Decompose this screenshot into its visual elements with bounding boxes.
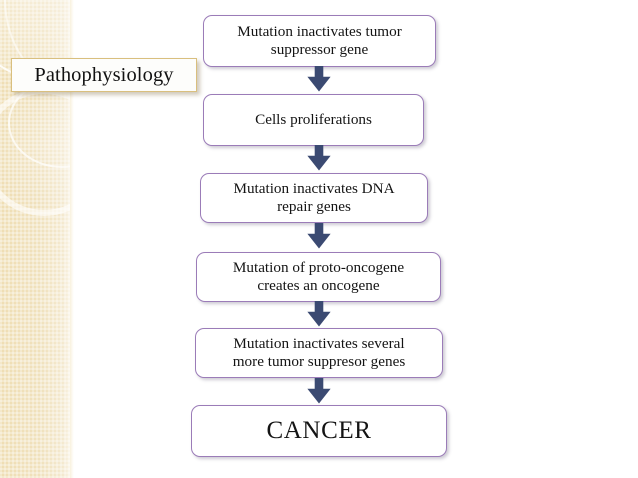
flow-node-6: CANCER [191, 405, 447, 457]
flow-node-line: Mutation of proto-oncogene [232, 259, 405, 277]
side-band-edge [70, 0, 74, 478]
flow-node-line: Mutation inactivates tumor [237, 23, 402, 41]
flow-node-line: Mutation inactivates several [233, 335, 405, 353]
page-title: Pathophysiology [34, 63, 174, 86]
flow-node-line: suppressor gene [270, 41, 369, 58]
slide-title-plaque: Pathophysiology [11, 58, 197, 92]
flow-node-label: Cells proliferations [255, 111, 372, 129]
arrow-down-icon [306, 145, 332, 171]
arrow-down-icon [306, 378, 332, 404]
flow-node-line: Cells proliferations [255, 111, 372, 129]
arrow-down-icon [306, 66, 332, 92]
flow-node-line: repair genes [277, 198, 351, 215]
flow-node-line: more tumor suppresor genes [232, 353, 406, 370]
flow-node-line: Mutation inactivates DNA [233, 180, 395, 198]
arrow-down-icon [306, 223, 332, 249]
flow-node-label: CANCER [266, 416, 371, 445]
arrow-down-icon [306, 301, 332, 327]
flow-node-line: creates an oncogene [257, 277, 380, 294]
flow-node-2: Cells proliferations [203, 94, 424, 146]
flow-node-line: CANCER [266, 417, 372, 445]
